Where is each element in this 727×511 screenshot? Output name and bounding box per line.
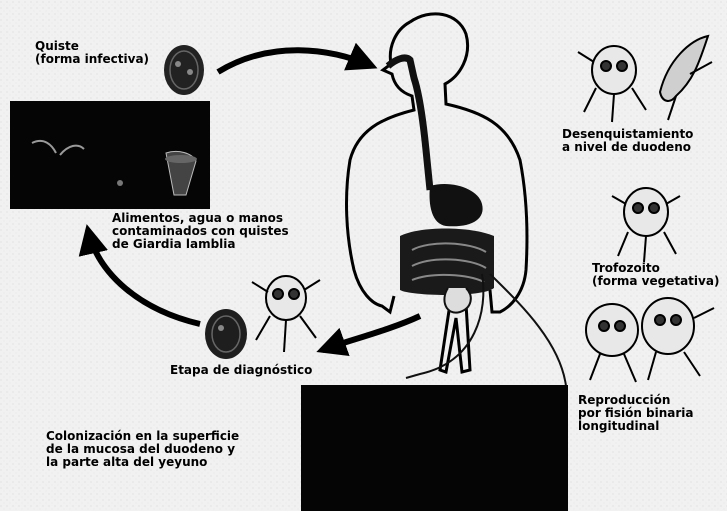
label-colonization: Colonización en la superficie de la muco…	[46, 430, 239, 469]
contaminated-food-water-photo	[10, 101, 210, 209]
duodenum-mucosa-photo	[301, 385, 568, 511]
cyst-infective-illustration	[164, 45, 204, 95]
label-cyst-infective: Quiste (forma infectiva)	[35, 40, 149, 66]
cyst-diagnosis-illustration	[205, 309, 247, 359]
label-excystation: Desenquistamiento a nivel de duodeno	[562, 128, 693, 154]
label-contaminated-sources: Alimentos, agua o manos contaminados con…	[112, 212, 289, 251]
label-reproduction: Reproducción por fisión binaria longitud…	[578, 394, 694, 433]
label-trophozoite: Trofozoito (forma vegetativa)	[592, 262, 719, 288]
label-diagnostic-stage: Etapa de diagnóstico	[170, 364, 312, 377]
